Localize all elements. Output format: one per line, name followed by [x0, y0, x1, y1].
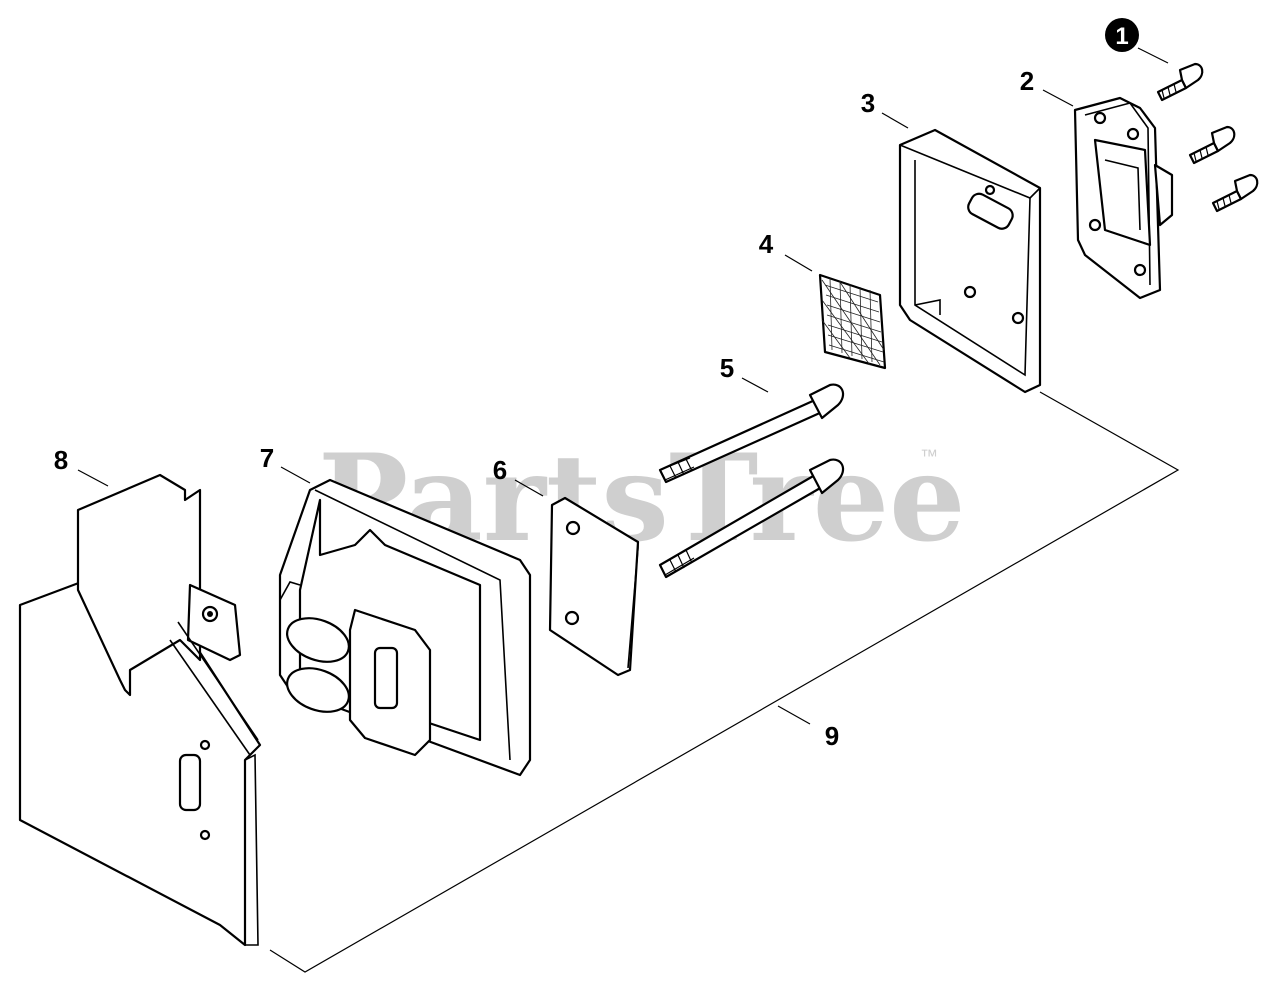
callout-8: 8	[54, 445, 68, 475]
callout-7: 7	[260, 443, 274, 473]
part-1-screw-a[interactable]	[1156, 62, 1204, 102]
part-5-bolt-upper[interactable]	[658, 383, 845, 484]
callout-4: 4	[759, 229, 774, 259]
watermark-trademark: ™	[920, 446, 938, 466]
callout-2: 2	[1020, 66, 1034, 96]
callout-1: 1	[1105, 18, 1139, 52]
part-3-muffler-cover[interactable]	[898, 128, 1042, 394]
leader-lines	[77, 47, 1169, 725]
part-1-screw-b[interactable]	[1188, 125, 1236, 165]
part-5-bolt-lower[interactable]	[658, 458, 845, 579]
assembly-bracket-lines	[269, 391, 1180, 973]
callout-1-circle	[1105, 18, 1139, 52]
callout-5: 5	[720, 353, 734, 383]
part-8-heat-shield[interactable]	[18, 473, 262, 947]
callout-1-label: 1	[1115, 23, 1128, 50]
part-1-screw-c[interactable]	[1211, 173, 1259, 213]
callout-9: 9	[825, 721, 839, 751]
callout-3: 3	[861, 88, 875, 118]
callout-6: 6	[493, 455, 507, 485]
part-7-muffler-body[interactable]	[278, 478, 532, 777]
part-2-cover-plate[interactable]	[1073, 96, 1174, 300]
part-4-spark-screen[interactable]	[818, 273, 887, 370]
part-6-gasket[interactable]	[548, 496, 640, 677]
